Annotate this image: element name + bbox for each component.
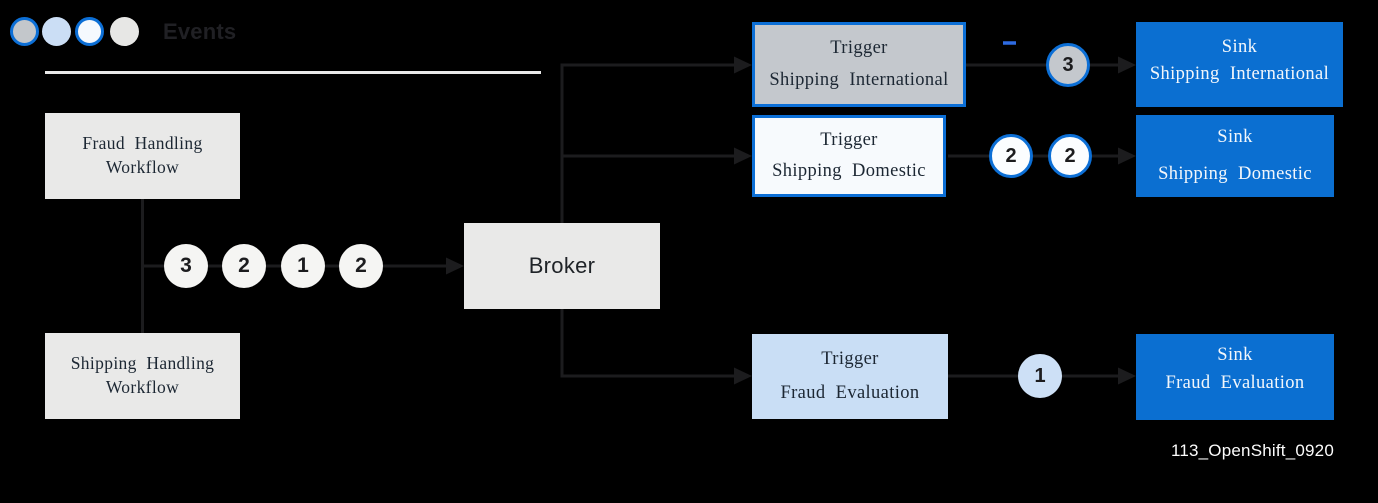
sink-label-line1: Sink	[1217, 127, 1253, 147]
arrowhead-into-sink-fraud	[1118, 367, 1136, 385]
workflow-label-line2: Workflow	[105, 157, 180, 177]
badge-shipping-domestic-2: 2	[1048, 134, 1092, 178]
legend-swatch-generic	[110, 17, 139, 46]
badge-count: 2	[1005, 144, 1017, 167]
broker-to-trigger-international-line	[560, 63, 736, 223]
trigger-label-line2: Shipping Domestic	[772, 160, 926, 181]
trigger-label-line1: Trigger	[820, 130, 878, 151]
queue-event-circle: 2	[339, 244, 383, 288]
sink-label-line1: Sink	[1221, 36, 1258, 57]
arrowhead-into-sink-international	[1118, 56, 1136, 74]
arrowhead-into-trigger-international	[734, 56, 752, 74]
sink-label-line2: Fraud Evaluation	[1165, 373, 1305, 393]
workflow-label-line1: Fraud Handling	[82, 133, 203, 154]
shipping-handling-workflow-box: Shipping Handling Workflow	[45, 333, 240, 419]
broker-to-trigger-fraud-line	[560, 309, 736, 378]
trigger-shipping-domestic-box: Trigger Shipping Domestic	[752, 115, 946, 197]
queue-event-count: 2	[238, 254, 250, 277]
sink-shipping-domestic-box: Sink Shipping Domestic	[1136, 115, 1334, 197]
diagram-caption: 113_OpenShift_0920	[1170, 441, 1334, 460]
badge-count: 1	[1034, 364, 1046, 387]
sink-label-line2: Shipping Domestic	[1158, 164, 1312, 184]
queue-event-count: 1	[297, 254, 309, 277]
sink-fraud-evaluation-box: Sink Fraud Evaluation	[1136, 334, 1334, 420]
sink-shipping-international-box: Sink Shipping International	[1136, 22, 1343, 107]
queue-event-circle: 3	[164, 244, 208, 288]
legend-title: Events	[163, 19, 237, 44]
arrowhead-into-sink-domestic	[1118, 147, 1136, 165]
queue-event-circle: 2	[222, 244, 266, 288]
trigger-label-line1: Trigger	[830, 38, 888, 59]
arrowhead-into-trigger-fraud	[734, 367, 752, 385]
arrowhead-into-broker	[446, 257, 464, 275]
legend-swatch-shipping-international	[10, 17, 39, 46]
badge-count: 2	[1064, 144, 1076, 167]
legend-divider	[45, 71, 541, 74]
badge-fraud-evaluation: 1	[1018, 354, 1062, 398]
queue-event-circle: 1	[281, 244, 325, 288]
trigger-fraud-evaluation-box: Trigger Fraud Evaluation	[752, 334, 948, 419]
legend-swatch-shipping-domestic	[75, 17, 104, 46]
queue-event-count: 2	[355, 254, 367, 277]
trigger-shipping-international-box: Trigger Shipping International	[752, 22, 966, 107]
broker-label: Broker	[528, 253, 596, 278]
badge-count: 3	[1062, 53, 1074, 76]
queue-event-count: 3	[180, 254, 192, 277]
workflow-label-line1: Shipping Handling	[70, 353, 215, 374]
trigger-label-line1: Trigger	[821, 349, 879, 370]
trigger-label-line2: Shipping International	[769, 69, 949, 90]
badge-shipping-domestic-1: 2	[989, 134, 1033, 178]
sink-label-line1: Sink	[1217, 345, 1253, 366]
sink-label-line2: Shipping International	[1149, 63, 1330, 84]
fraud-handling-workflow-box: Fraud Handling Workflow	[45, 113, 240, 199]
badge-shipping-international: 3	[1046, 43, 1090, 87]
arrowhead-into-trigger-domestic	[734, 147, 752, 165]
legend-swatch-fraud-evaluation	[42, 17, 71, 46]
broker-box: Broker	[464, 223, 660, 309]
trigger-label-line2: Fraud Evaluation	[780, 382, 920, 403]
workflow-label-line2: Workflow	[105, 377, 180, 397]
